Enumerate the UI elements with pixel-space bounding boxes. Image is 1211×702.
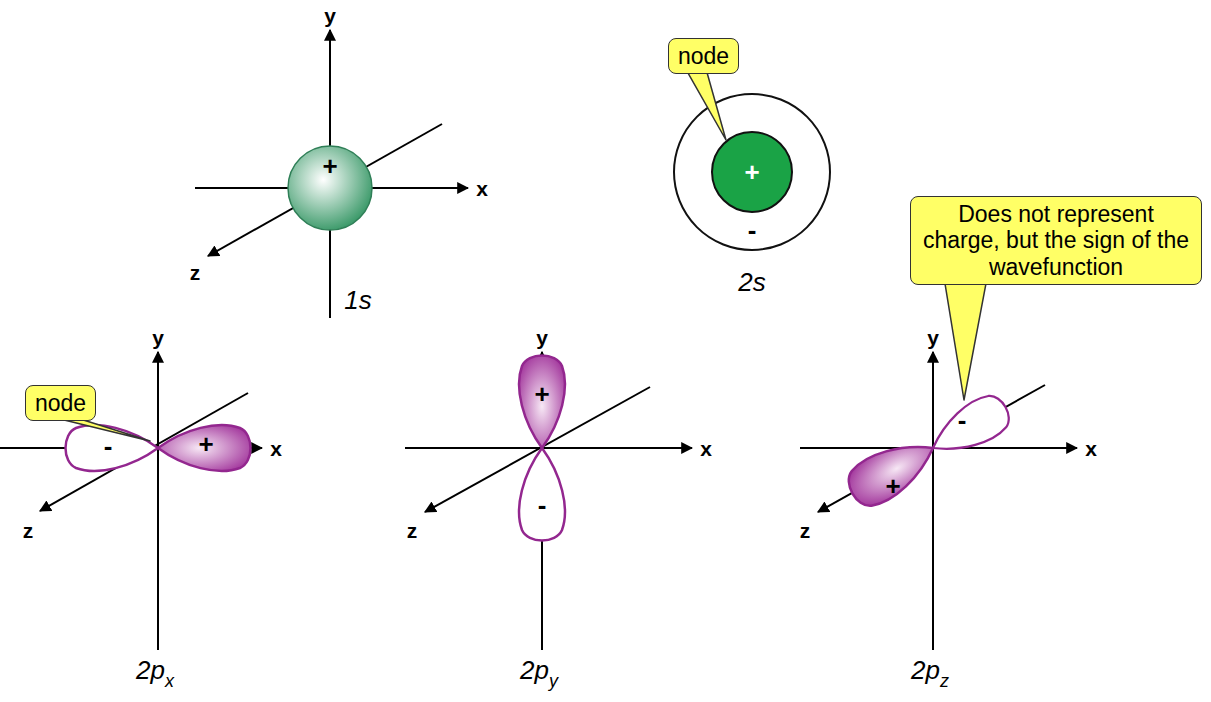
orbital-label: 1s [344,287,371,313]
axis-label: y [152,327,164,348]
p-lobe [519,448,565,541]
orbital-label: 2p [911,657,940,683]
sign-label: - [958,407,967,433]
x-axis [405,447,692,449]
orbital-label: 2p [136,657,165,683]
sign-label: + [885,473,900,499]
s-orbital-inner [712,132,792,212]
axis-label: z [407,520,418,541]
axis-label: x [1085,438,1097,459]
orbital-label: 2p [520,657,549,683]
callout-box: node [25,385,96,421]
sign-label: + [744,159,759,185]
axis-label: x [476,178,488,199]
orbital-subscript: y [549,672,558,690]
sign-label: + [198,431,213,457]
axis-label: y [324,5,336,26]
p-lobe [158,425,251,471]
axis-label: y [927,327,939,348]
axis-label: x [270,438,282,459]
orbital-subscript: z [940,672,949,690]
callout-text: node [678,43,729,69]
callout-box: node [668,38,739,74]
axis-label: x [700,438,712,459]
axis-label: z [800,520,811,541]
orbital-subscript: x [165,672,174,690]
sign-label: + [534,381,549,407]
orbital-label: 2s [738,269,765,295]
sign-label: - [748,217,757,243]
axis-label: z [190,262,201,283]
sign-label: + [322,153,337,179]
z-axis [208,124,442,256]
sign-label: - [104,433,113,459]
p-lobe [841,428,944,513]
callout-pointer [945,284,986,400]
s-orbital-outer [674,94,830,250]
s-orbital-sphere [288,146,372,230]
p-lobe [923,389,1016,466]
callout-text: node [35,390,86,416]
callout-pointer [688,73,726,140]
y-axis [157,352,159,650]
callout-box: Does not represent charge, but the sign … [910,196,1202,285]
sign-label: - [538,492,547,518]
axis-label: z [23,520,34,541]
p-lobe [519,356,565,449]
axis-label: y [536,327,548,348]
callout-text: Does not represent charge, but the sign … [920,201,1192,280]
y-axis [932,352,934,650]
